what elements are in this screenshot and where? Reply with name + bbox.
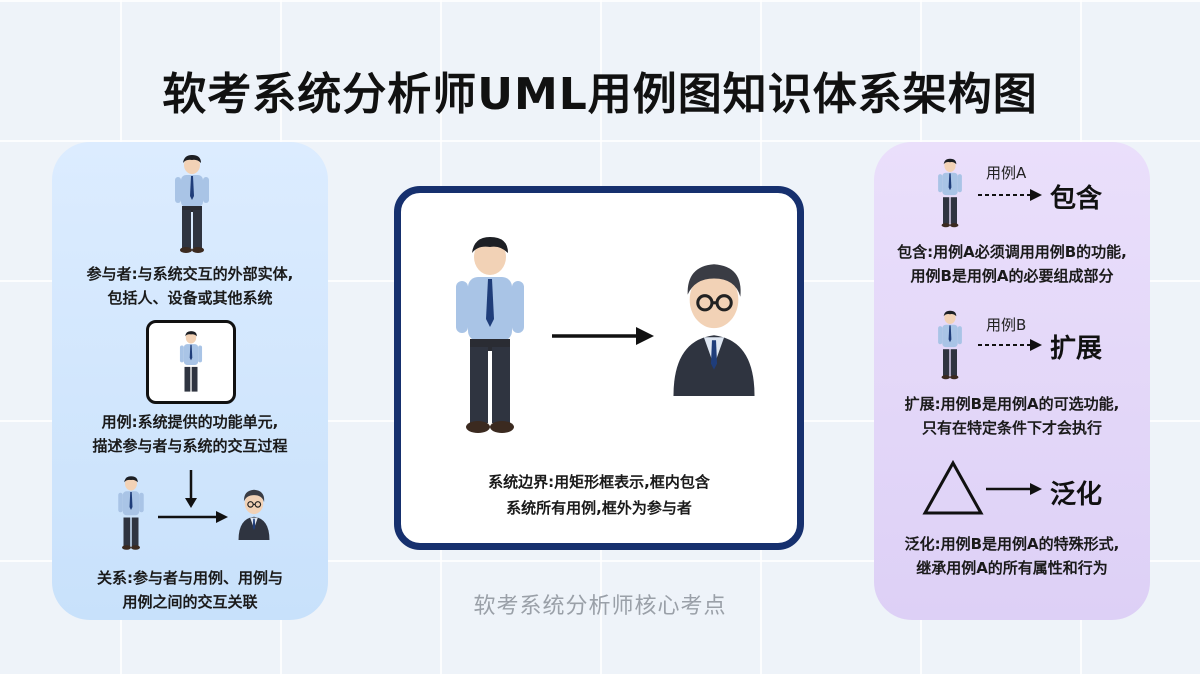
usecase-desc-line1: 用例:系统提供的功能单元,	[101, 413, 279, 431]
actor-desc-line2: 包括人、设备或其他系统	[107, 289, 273, 307]
extend-desc-line2: 只有在特定条件下才会执行	[921, 419, 1102, 437]
actor-figure-icon	[175, 155, 209, 253]
right-panel	[874, 142, 1150, 620]
right-arrow-icon	[986, 483, 1042, 495]
businessman-bust-icon	[673, 264, 755, 396]
include-label: 包含	[1050, 184, 1103, 214]
extend-label: 扩展	[1050, 334, 1103, 364]
relation-desc-line2: 用例之间的交互关联	[122, 593, 258, 611]
generalize-label: 泛化	[1050, 480, 1103, 510]
footer-subtitle: 软考系统分析师核心考点	[473, 594, 727, 619]
dashed-arrow-icon	[978, 189, 1042, 201]
relation-desc-line1: 关系:参与者与用例、用例与	[97, 569, 283, 587]
right-arrow-icon	[158, 511, 228, 523]
actor-figure-icon	[179, 331, 203, 392]
actor-desc-line1: 参与者:与系统交互的外部实体,	[86, 265, 294, 283]
dashed-arrow-icon	[978, 339, 1042, 351]
extend-desc-line1: 扩展:用例B是用例A的可选功能,	[904, 395, 1120, 413]
down-arrow-icon	[185, 470, 197, 508]
right-arrow-icon	[552, 327, 654, 345]
businessman-bust-icon	[238, 489, 270, 540]
page-title: 软考系统分析师UML用例图知识体系架构图	[162, 69, 1038, 120]
triangle-icon	[922, 459, 984, 515]
include-desc-line1: 包含:用例A必须调用用例B的功能,	[897, 243, 1127, 261]
actor-figure-icon	[118, 476, 144, 550]
include-usecase-label: 用例A	[986, 164, 1027, 182]
actor-figure-icon	[938, 158, 962, 228]
system-boundary-desc-line2: 系统所有用例,框外为参与者	[506, 499, 692, 517]
generalize-desc-line1: 泛化:用例B是用例A的特殊形式,	[904, 535, 1120, 553]
usecase-desc-line2: 描述参与者与系统的交互过程	[92, 437, 288, 455]
generalize-desc-line2: 继承用例A的所有属性和行为	[916, 559, 1108, 577]
include-desc-line2: 用例B是用例A的必要组成部分	[910, 267, 1114, 285]
actor-figure-icon	[938, 310, 962, 380]
actor-figure-icon	[456, 237, 524, 433]
system-boundary-desc-line1: 系统边界:用矩形框表示,框内包含	[488, 473, 710, 491]
extend-usecase-label: 用例B	[986, 316, 1027, 334]
